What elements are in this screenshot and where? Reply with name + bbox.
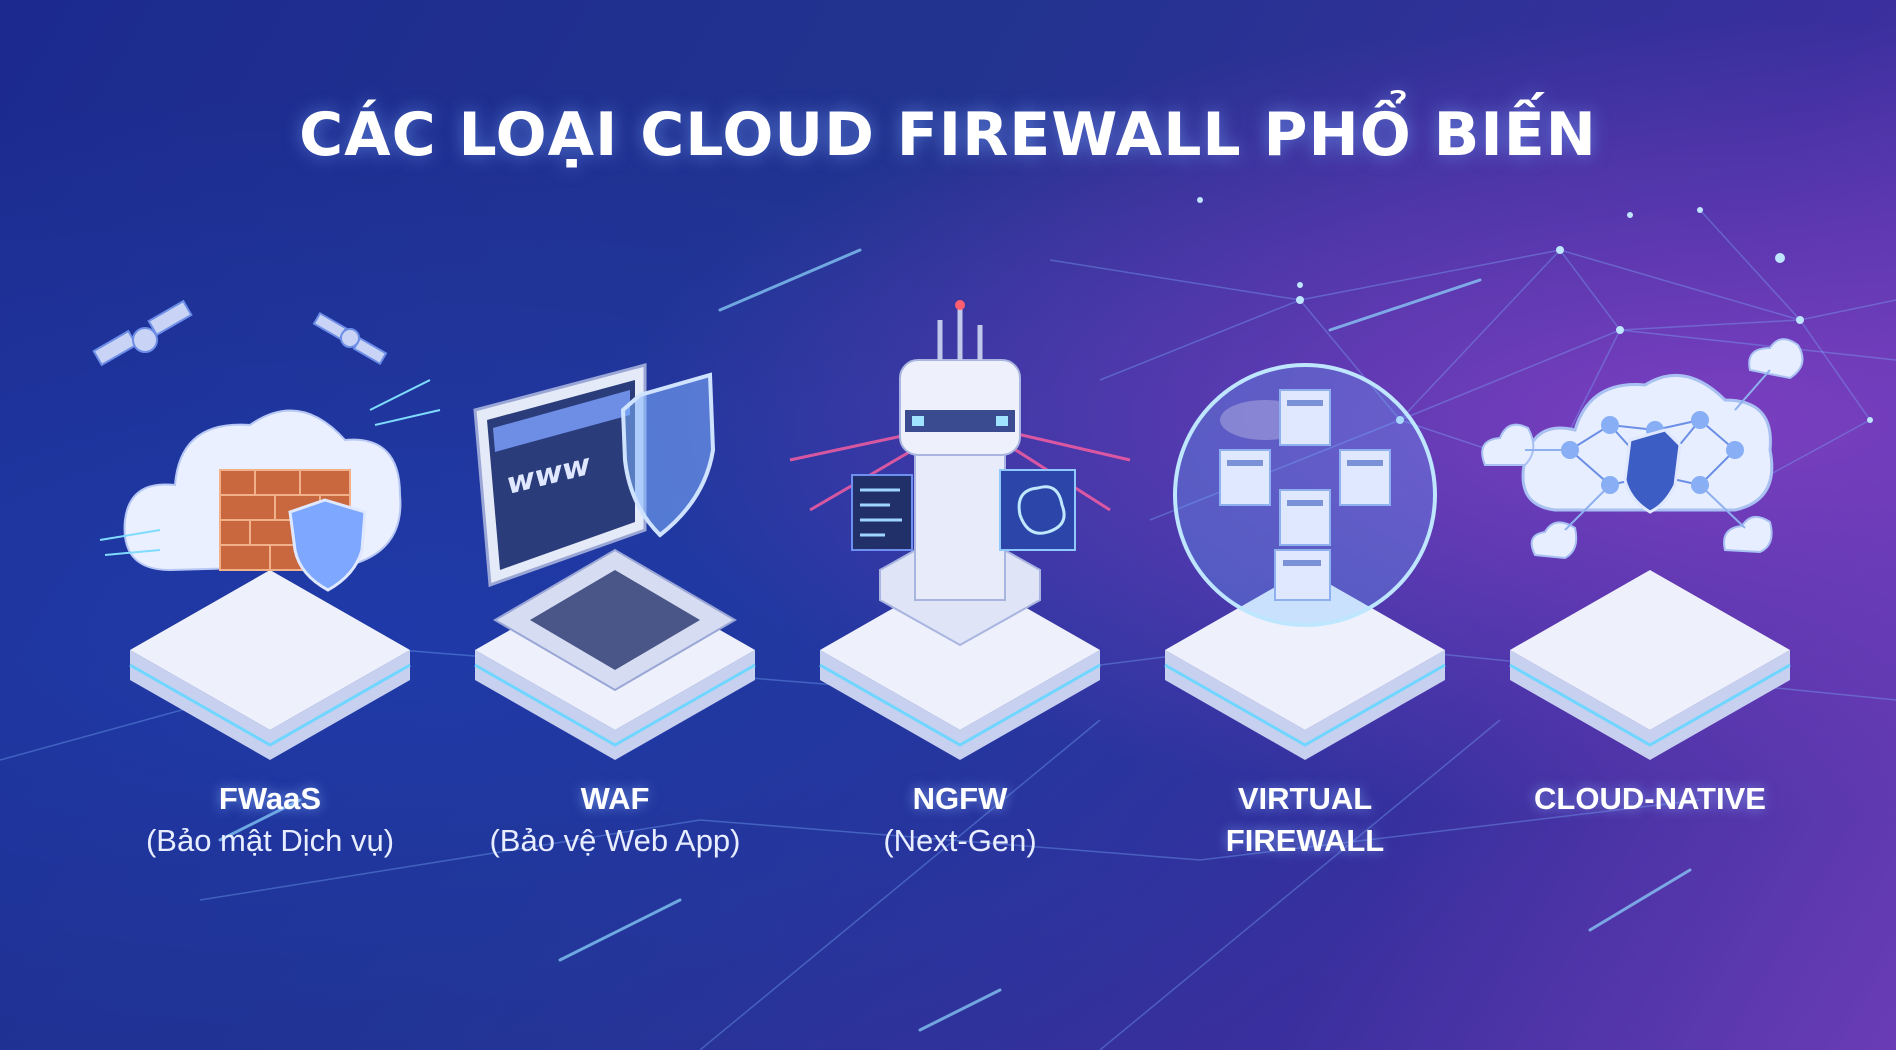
item-subtitle: (Bảo vệ Web App) <box>489 823 741 858</box>
item-subtitle: (Next-Gen) <box>883 823 1037 858</box>
page-title: CÁC LOẠI CLOUD FIREWALL PHỔ BIẾN <box>299 100 1597 170</box>
card-fwaas: FWaaS (Bảo mật Dịch vụ) <box>92 299 441 862</box>
item-name: VIRTUAL <box>1237 781 1373 816</box>
item-name: CLOUD-NATIVE <box>1534 781 1766 816</box>
item-subtitle: (Bảo mật Dịch vụ) <box>145 823 395 858</box>
card-cloud-native: CLOUD-NATIVE <box>1480 300 1820 860</box>
card-ngfw: NGFW (Next-Gen) <box>789 300 1131 862</box>
laptop-shield-icon: www <box>473 363 756 760</box>
item-name: NGFW <box>912 781 1008 816</box>
card-waf: www WAF (Bảo vệ Web App) <box>445 300 785 860</box>
item-name: WAF <box>580 781 650 816</box>
label-virtual-firewall: VIRTUAL FIREWALL <box>1135 778 1475 862</box>
cloud-firewall-icon <box>92 299 441 760</box>
label-cloud-native: CLOUD-NATIVE <box>1480 778 1820 820</box>
item-name-line2: FIREWALL <box>1225 823 1385 858</box>
sphere-servers-icon <box>1164 363 1446 760</box>
item-name: FWaaS <box>218 781 322 816</box>
label-ngfw: NGFW (Next-Gen) <box>790 778 1130 862</box>
tower-brain-icon <box>789 300 1131 760</box>
label-fwaas: FWaaS (Bảo mật Dịch vụ) <box>100 778 440 862</box>
cloud-network-icon <box>1481 338 1804 760</box>
card-virtual-firewall: VIRTUAL FIREWALL <box>1135 300 1475 860</box>
label-waf: WAF (Bảo vệ Web App) <box>445 778 785 862</box>
